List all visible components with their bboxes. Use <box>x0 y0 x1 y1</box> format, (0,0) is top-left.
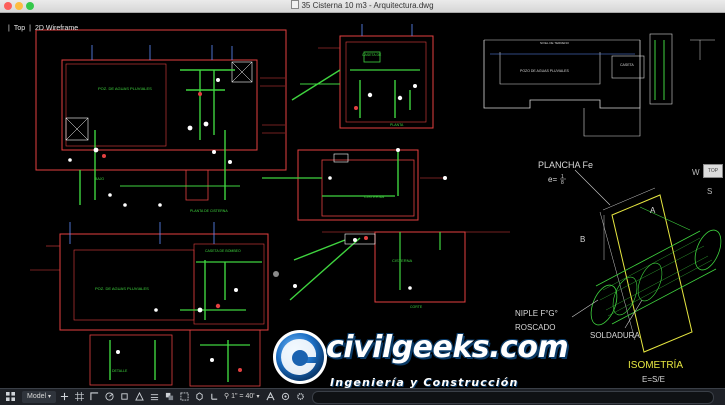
plan-cistern-bottom-left: POZ. DE AGUAS PLUVIALES CASETA DE BOMBEO <box>30 222 279 331</box>
svg-text:CASETA DE: CASETA DE <box>362 53 382 57</box>
label-dim-b: B <box>580 235 585 244</box>
isometric-pipe-detail <box>571 169 722 353</box>
minimize-button[interactable] <box>15 2 23 10</box>
section-elevation: POZO DE AGUAS PLUVIALES CASETA NIVEL DE … <box>483 33 715 137</box>
transparency-icon[interactable] <box>165 392 174 401</box>
grid-menu-icon[interactable] <box>6 392 15 401</box>
svg-text:CASETA DE BOMBEO: CASETA DE BOMBEO <box>205 249 241 253</box>
ortho-icon[interactable] <box>90 392 99 401</box>
drawing-canvas[interactable]: POZ. DE AGUAS PLUVIALES BAJO PLANTA DE C… <box>0 12 725 389</box>
compass-south[interactable]: S <box>707 187 713 196</box>
svg-text:PLANTA DE CISTERNA: PLANTA DE CISTERNA <box>190 209 228 213</box>
object-snap-icon[interactable] <box>120 392 129 401</box>
viewcube-top-face[interactable]: TOP <box>703 164 723 178</box>
svg-text:POZO DE AGUAS PLUVIALES: POZO DE AGUAS PLUVIALES <box>520 69 569 73</box>
annotation-scale-value: 1" = 40' <box>231 393 255 400</box>
plan-cistern-middle: CISTERNA <box>262 148 447 221</box>
label-plancha: PLANCHA Fe <box>538 160 593 170</box>
annotation-scale-icon: ⚲ <box>224 393 230 400</box>
annotation-scale[interactable]: ⚲ 1" = 40' ▾ <box>224 391 260 403</box>
workspace-icon[interactable] <box>281 392 290 401</box>
label-niple: NIPLE F°G° <box>515 309 558 318</box>
annotation-visibility-icon[interactable] <box>266 392 275 401</box>
lineweight-icon[interactable] <box>150 392 159 401</box>
svg-text:CASETA: CASETA <box>620 63 634 67</box>
layout-tab-label: Model <box>27 393 47 400</box>
isometric-labels: PLANCHA Fe e= 1 8 A B NIPLE F°G° ROSCADO… <box>515 160 683 384</box>
label-soldadura: SOLDADURA <box>590 331 640 340</box>
viewport-controls[interactable]: |Top|2D Wireframe <box>8 25 82 32</box>
status-bar: Model ▾ ⚲ 1" = 40' ▾ <box>0 388 725 405</box>
view-name[interactable]: Top <box>13 25 26 32</box>
label-roscado: ROSCADO <box>515 323 555 332</box>
chevron-down-icon: ▾ <box>48 394 52 400</box>
title-bar: 35 Cisterna 10 m3 - Arquitectura.dwg <box>0 0 725 13</box>
compass-west[interactable]: W <box>692 168 700 177</box>
ucs-icon[interactable] <box>210 392 219 401</box>
plan-cistern-top-left: POZ. DE AGUAS PLUVIALES BAJO PLANTA DE C… <box>35 29 287 213</box>
viewcube[interactable]: W TOP S <box>692 162 723 202</box>
cad-drawing: POZ. DE AGUAS PLUVIALES BAJO PLANTA DE C… <box>30 24 722 387</box>
settings-gear-icon[interactable] <box>296 392 305 401</box>
label-thickness: e= <box>548 175 557 184</box>
logo-globe-icon <box>273 330 327 384</box>
svg-text:CORTE: CORTE <box>410 305 423 309</box>
svg-text:POZ. DE AGUAS PLUVIALES: POZ. DE AGUAS PLUVIALES <box>95 286 149 291</box>
command-line[interactable] <box>312 391 714 404</box>
window-title: 35 Cisterna 10 m3 - Arquitectura.dwg <box>0 0 725 12</box>
svg-text:POZ. DE AGUAS PLUVIALES: POZ. DE AGUAS PLUVIALES <box>98 86 152 91</box>
plan-pump-detail: DETALLE <box>89 329 261 387</box>
close-button[interactable] <box>4 2 12 10</box>
3d-osnap-icon[interactable] <box>195 392 204 401</box>
visual-style[interactable]: 2D Wireframe <box>34 25 79 32</box>
polar-tracking-icon[interactable] <box>105 392 114 401</box>
grid-display-icon[interactable] <box>75 392 84 401</box>
plan-pump-room: CASETA DE PLANTA <box>291 24 434 129</box>
label-dim-a: A <box>650 206 656 215</box>
viewport-separator: | <box>29 25 31 32</box>
label-scale: E=S/E <box>642 375 665 384</box>
watermark-logo <box>270 327 540 389</box>
svg-text:CISTERNA: CISTERNA <box>392 258 413 263</box>
svg-text:DETALLE: DETALLE <box>112 369 128 373</box>
label-thickness-num: 1 <box>561 174 564 180</box>
watermark-tagline: Ingeniería y Construcción <box>330 376 519 389</box>
object-tracking-icon[interactable] <box>135 392 144 401</box>
svg-text:NIVEL DE TERRENO: NIVEL DE TERRENO <box>540 41 570 45</box>
svg-text:BAJO: BAJO <box>95 177 104 181</box>
scale-chevron-icon: ▾ <box>256 394 260 400</box>
snap-icon[interactable] <box>60 392 69 401</box>
label-isometria: ISOMETRÍA <box>628 358 683 371</box>
svg-text:PLANTA: PLANTA <box>390 123 404 127</box>
window-title-text: 35 Cisterna 10 m3 - Arquitectura.dwg <box>301 1 434 10</box>
plan-cistern-section-b: CISTERNA CORTE <box>289 231 510 309</box>
viewport-bracket-open: | <box>8 25 10 32</box>
watermark-brand: civilgeeks.com <box>326 330 569 365</box>
label-thickness-den: 8 <box>561 180 564 186</box>
document-icon <box>291 0 300 9</box>
selection-cycling-icon[interactable] <box>180 392 189 401</box>
layout-tab-model[interactable]: Model ▾ <box>22 391 57 403</box>
zoom-button[interactable] <box>26 2 34 10</box>
svg-text:CISTERNA: CISTERNA <box>364 194 385 199</box>
